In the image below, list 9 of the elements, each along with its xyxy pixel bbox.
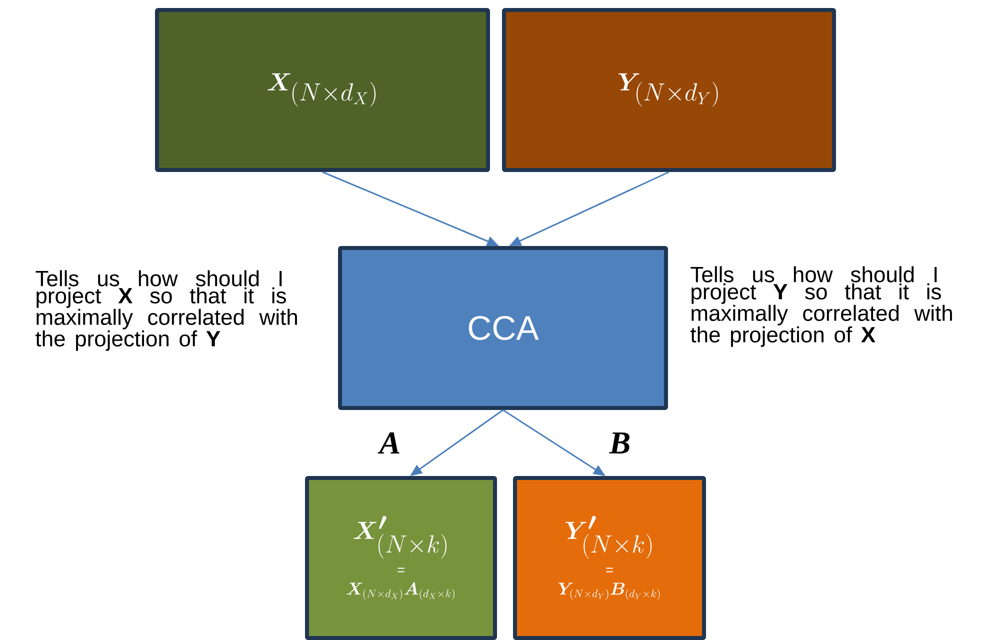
edge-label: A — [378, 432, 400, 454]
process-box: $\bm{X'}_{(N\times k)}$ = $\bm{X}_{(N\times d_X)}\bm{A}_{(d_X\times k)}$ — [305, 476, 497, 640]
process-box: $\bm{X}_{(N\times d_X)}$ — [155, 8, 490, 172]
process-box: $\bm{Y}_{(N\times d_Y)}$ — [502, 8, 836, 172]
annotation-text: Tells us how should I project X so that it is maximally correlated with the projection of Y — [36, 270, 297, 351]
edge-label: B — [609, 432, 630, 454]
annotation-text: Tells us how should I project Y so that it is maximally correlated with the projection of X — [690, 266, 952, 347]
process-box: CCA — [338, 246, 668, 410]
process-box: $\bm{Y'}_{(N\times k)}$ = $\bm{Y}_{(N\times d_Y)}\bm{B}_{(d_Y\times k)}$ — [513, 476, 706, 640]
